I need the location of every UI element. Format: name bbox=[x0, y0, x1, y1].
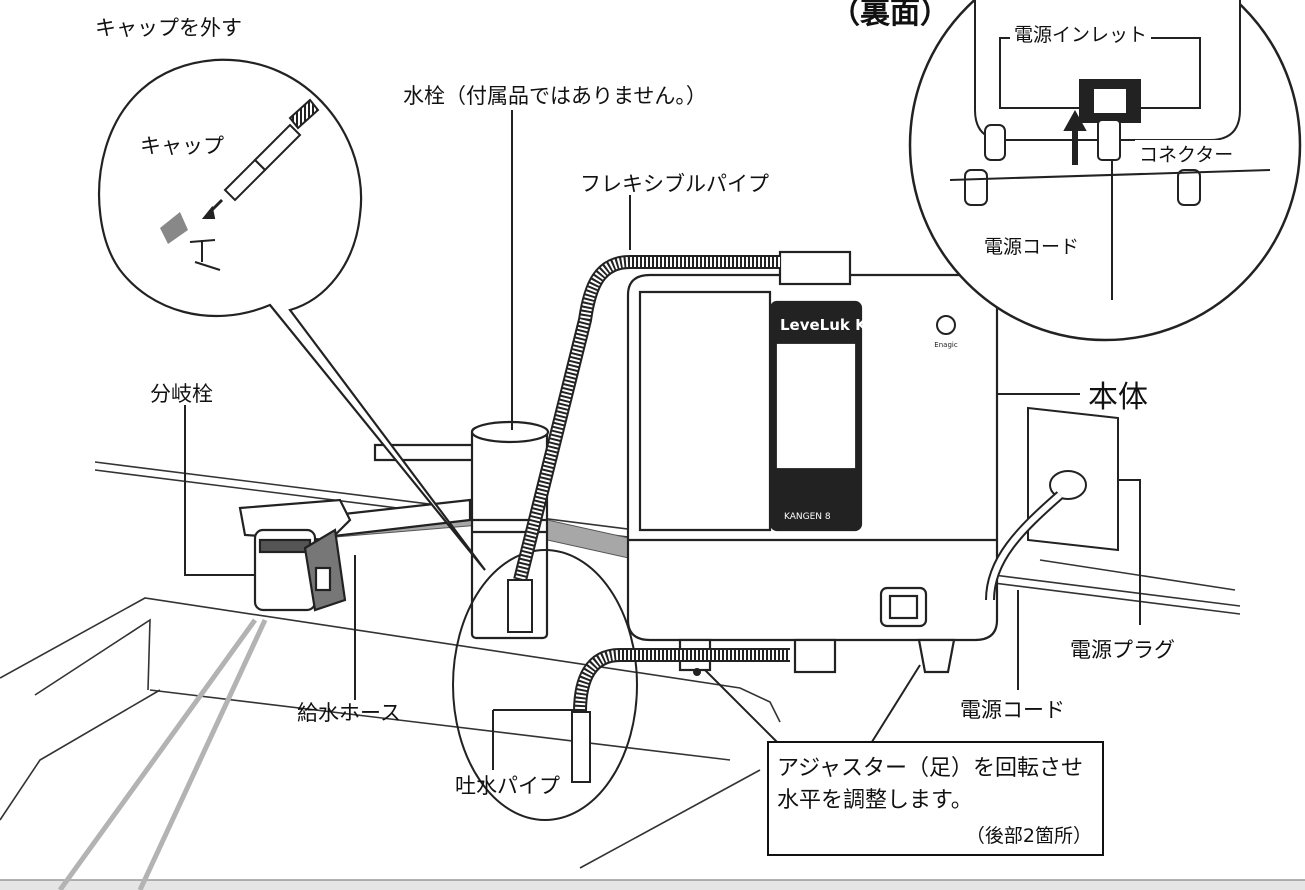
label-inset-power-cord: 電源コード bbox=[980, 232, 1084, 259]
label-power-plug: 電源プラグ bbox=[1070, 638, 1175, 662]
pipe-end-lower bbox=[571, 711, 591, 783]
label-faucet: 水栓（付属品ではありません。） bbox=[403, 84, 707, 108]
model-mark: KANGEN 8 bbox=[784, 512, 831, 522]
label-flexible-pipe: フレキシブルパイプ bbox=[580, 172, 769, 196]
sink-outline bbox=[0, 597, 781, 869]
outlet-pipe-circle bbox=[452, 549, 638, 821]
water-stream-lines bbox=[57, 618, 268, 890]
label-power-inlet: 電源インレット bbox=[1010, 20, 1152, 47]
bottom-band bbox=[0, 880, 1305, 890]
power-cord-fill bbox=[987, 492, 1062, 601]
label-connector: コネクター bbox=[1135, 140, 1238, 167]
outlet-pipe-shape bbox=[573, 648, 790, 780]
wall-outlet bbox=[1027, 406, 1119, 552]
adjuster-note-line2: 水平を調整します。 bbox=[777, 788, 973, 813]
label-back-title: （裏面） bbox=[830, 0, 950, 31]
flexible-pipe-ribs bbox=[515, 257, 780, 582]
label-outlet-pipe: 吐水パイプ bbox=[455, 774, 560, 798]
label-supply-hose: 給水ホース bbox=[297, 701, 401, 725]
label-power-cord: 電源コード bbox=[960, 698, 1065, 722]
brand-logo: LeveLuk K8 bbox=[780, 316, 877, 334]
label-branch-valve: 分岐栓 bbox=[150, 382, 213, 406]
adjuster-note-box: アジャスター（足）を回転させ 水平を調整します。 （後部2箇所） bbox=[767, 741, 1104, 856]
cap-zoom-callout bbox=[98, 58, 486, 571]
adjuster-note-line3: （後部2箇所） bbox=[965, 825, 1092, 847]
outlet-pipe-ribs bbox=[575, 650, 790, 780]
branch-valve-shape bbox=[238, 498, 352, 612]
enagic-badge-icon bbox=[936, 315, 956, 335]
main-unit-body bbox=[626, 250, 999, 674]
label-remove-cap: キャップを外す bbox=[95, 16, 242, 40]
pipe-end-upper bbox=[507, 579, 533, 633]
label-main-unit: 本体 bbox=[1088, 380, 1148, 415]
adjuster-foot-left bbox=[693, 668, 701, 676]
cap-detail-drawing bbox=[160, 98, 320, 271]
label-cap: キャップ bbox=[140, 134, 224, 158]
adjuster-note-line1: アジャスター（足）を回転させ bbox=[777, 756, 1084, 781]
enagic-badge-text: Enagic bbox=[934, 341, 958, 349]
